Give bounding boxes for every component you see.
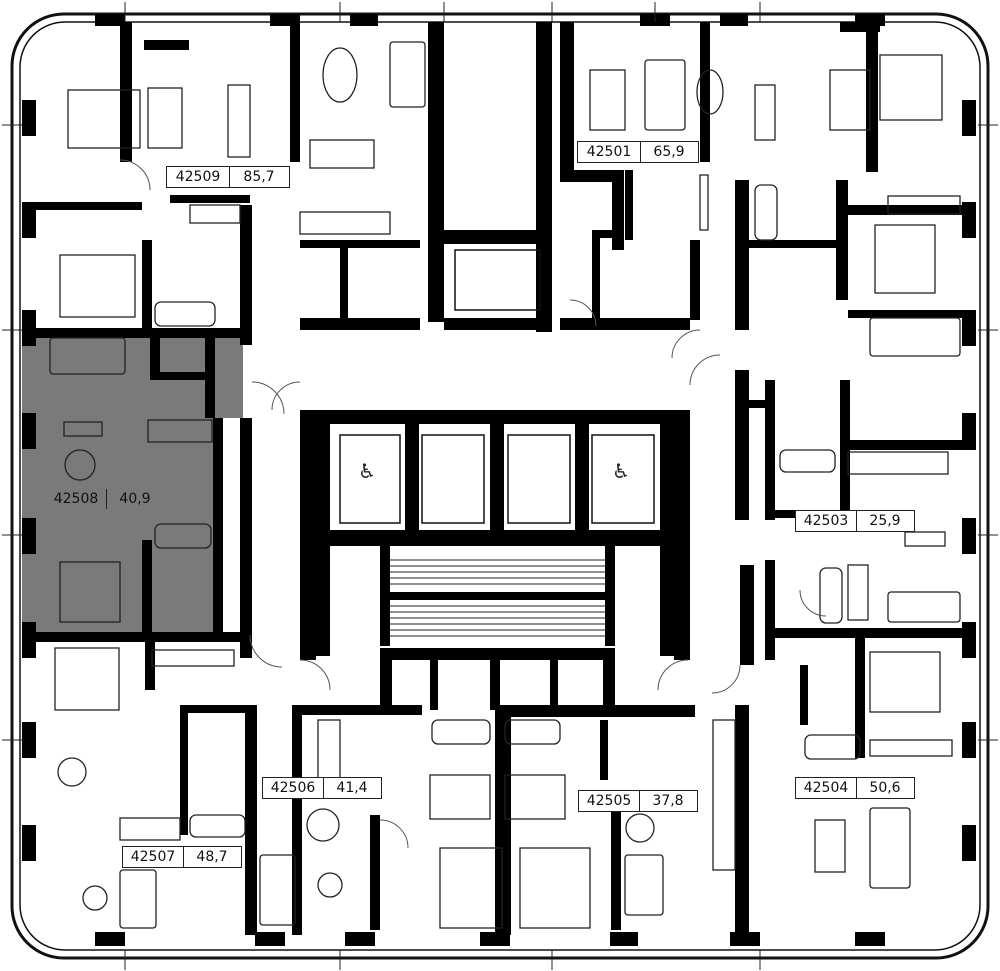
unit-number: 42501	[578, 142, 641, 162]
unit-42508-highlight[interactable]	[22, 336, 243, 635]
unit-area: 48,7	[196, 849, 228, 865]
unit-number: 42504	[796, 778, 857, 798]
unit-area: 40,9	[119, 491, 151, 507]
unit-label-42507[interactable]: 42507 48,7	[122, 846, 242, 868]
unit-number: 42503	[796, 511, 857, 531]
unit-label-42506[interactable]: 42506 41,4	[262, 777, 382, 799]
building-outline	[10, 12, 990, 960]
unit-number: 42509	[167, 167, 230, 187]
unit-number: 42508	[46, 489, 107, 509]
unit-label-42504[interactable]: 42504 50,6	[795, 777, 915, 799]
unit-label-42509[interactable]: 42509 85,7	[166, 166, 290, 188]
building-outline-inner	[19, 21, 981, 951]
unit-number: 42506	[263, 778, 324, 798]
staircase	[390, 559, 605, 637]
unit-number: 42507	[123, 847, 184, 867]
unit-area: 37,8	[652, 793, 684, 809]
unit-label-42505[interactable]: 42505 37,8	[578, 790, 698, 812]
unit-area: 41,4	[336, 780, 368, 796]
svg-text:♿: ♿	[358, 459, 376, 483]
unit-area: 65,9	[653, 144, 685, 160]
furniture	[49, 41, 961, 929]
unit-area: 50,6	[869, 780, 901, 796]
unit-area: 85,7	[243, 169, 275, 185]
unit-label-42501[interactable]: 42501 65,9	[577, 141, 699, 163]
elevator-cabins	[339, 249, 655, 524]
unit-area: 25,9	[869, 513, 901, 529]
door-swings	[119, 159, 827, 849]
unit-number: 42505	[579, 791, 640, 811]
wheelchair-icon: ♿♿	[358, 459, 630, 483]
unit-label-42503[interactable]: 42503 25,9	[795, 510, 915, 532]
svg-text:♿: ♿	[612, 459, 630, 483]
unit-label-42508[interactable]: 42508 40,9	[45, 488, 165, 510]
